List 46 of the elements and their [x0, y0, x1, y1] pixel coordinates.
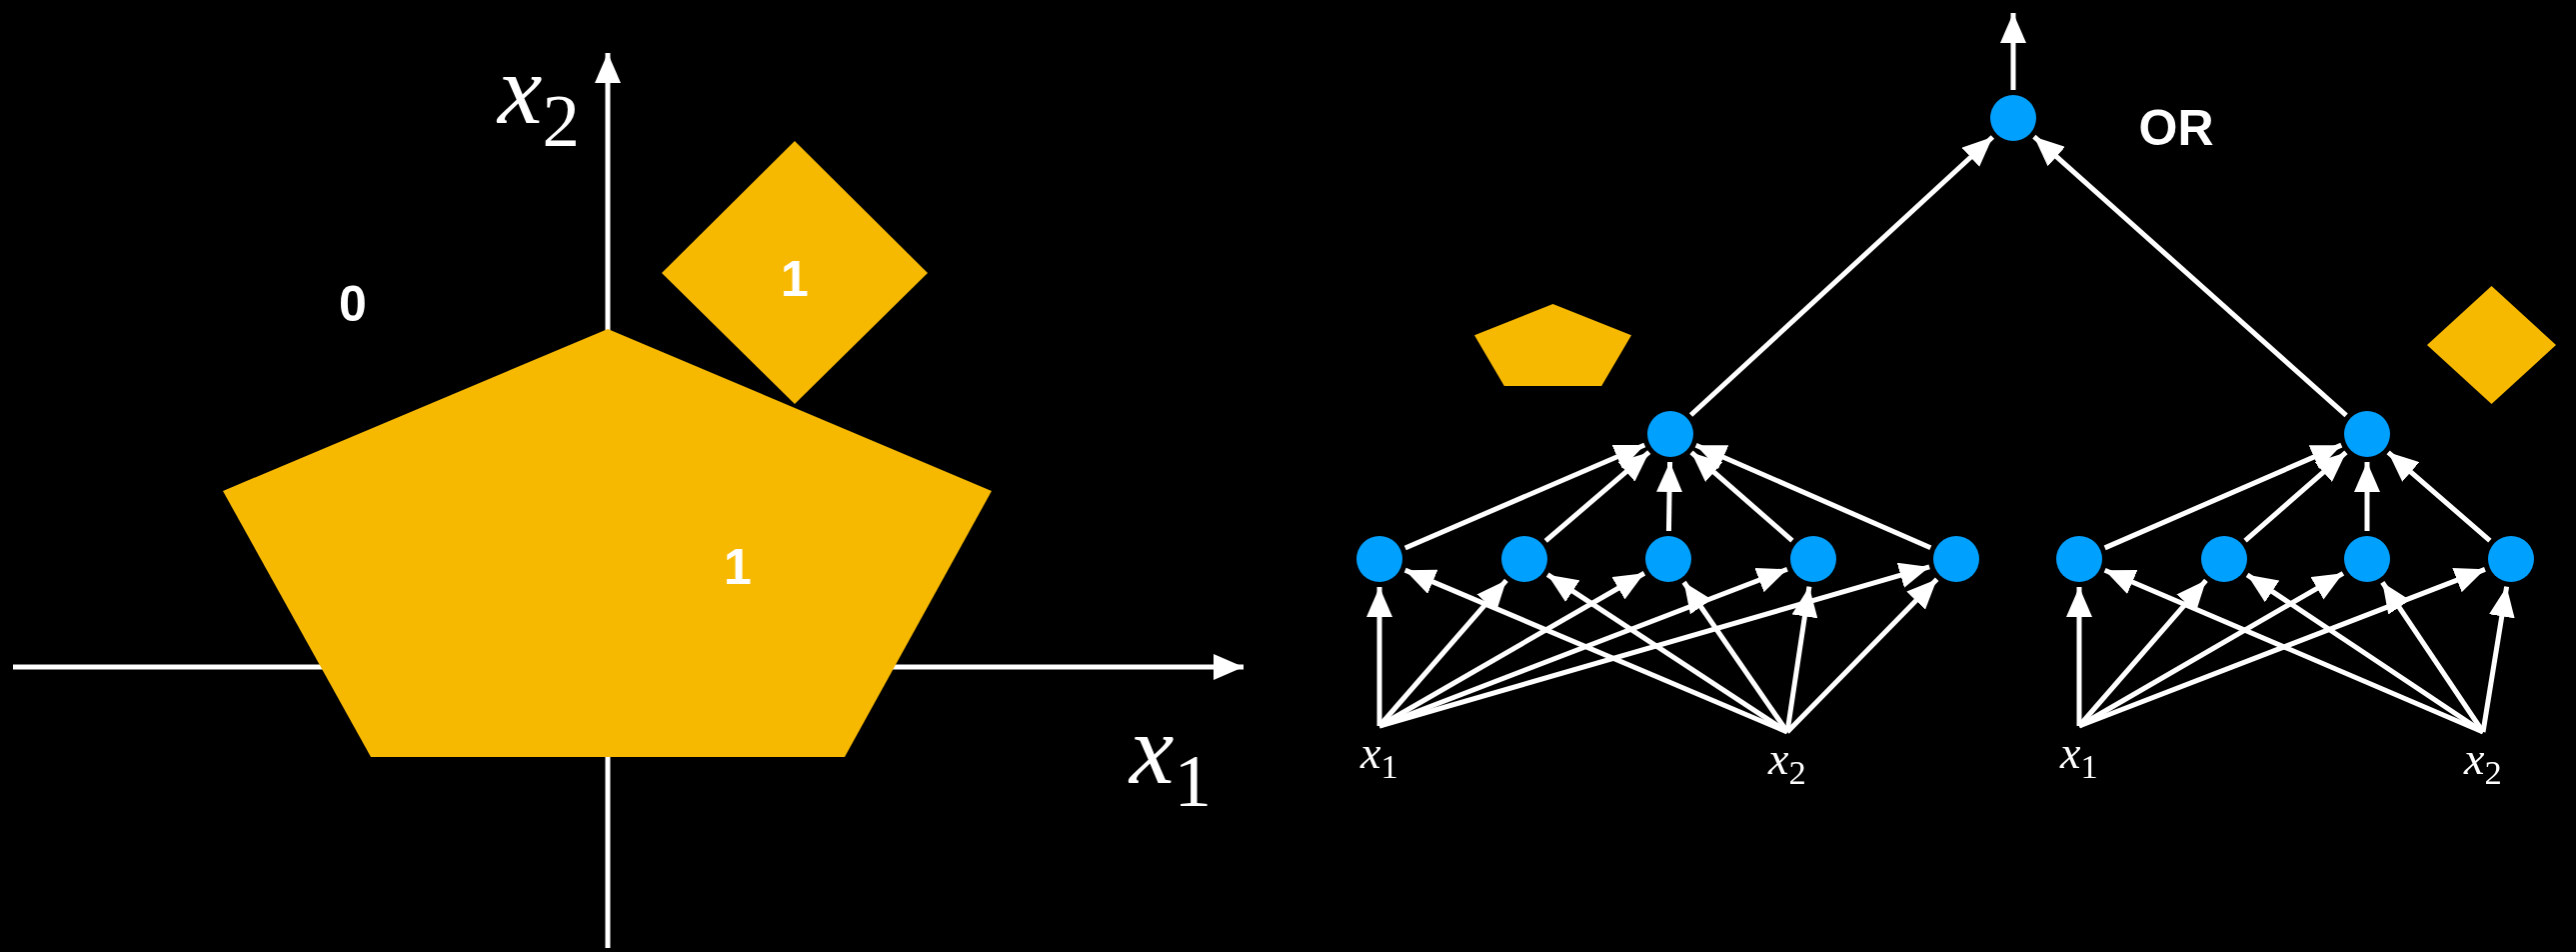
arrow: [1378, 562, 1930, 729]
arrow: [2032, 134, 2348, 418]
neuron-circle: [1933, 536, 1979, 582]
arrow: [1366, 587, 1392, 726]
input-label: x$_{1}$: [2060, 730, 2098, 784]
neuron-circle: [1790, 536, 1836, 582]
diamond-region: [662, 141, 928, 404]
arrow: [1545, 572, 1789, 735]
arrow: [1543, 450, 1651, 543]
input-label: x$_{2}$: [2464, 736, 2502, 790]
arrow: [2386, 450, 2492, 543]
arrow: [1694, 442, 1932, 551]
arrow: [1656, 461, 1683, 532]
arrow: [1403, 442, 1646, 551]
input-label: x$_{2}$: [1768, 736, 1806, 790]
pentagon-icon: [1474, 304, 1631, 386]
arrow: [2480, 586, 2515, 733]
region-label: 1: [724, 542, 752, 592]
region-label: 0: [339, 279, 367, 329]
arrow: [1689, 450, 1794, 543]
arrow: [2066, 587, 2092, 726]
neuron-circle: [1647, 411, 1693, 457]
neuron-circle: [1501, 536, 1547, 582]
neuron-circle: [1990, 95, 2036, 141]
arrow: [1688, 135, 1995, 417]
arrow: [2103, 442, 2343, 551]
input-label: x$_{1}$: [1360, 730, 1398, 784]
neuron-circle: [2488, 536, 2534, 582]
neuron-circle: [2344, 536, 2390, 582]
axis-label: x$_{2}$: [498, 40, 580, 158]
gate-label: OR: [2138, 103, 2214, 153]
region-label: 1: [781, 254, 809, 304]
neuron-circle: [2056, 536, 2102, 582]
neuron-circle: [2201, 536, 2247, 582]
arrow: [1784, 586, 1818, 733]
neuron-circle: [1645, 536, 1691, 582]
arrow: [2077, 578, 2208, 728]
neuron-circle: [1356, 536, 1402, 582]
arrow: [2354, 462, 2380, 531]
axis-label: x$_{1}$: [1130, 700, 1212, 818]
diamond-icon: [2427, 286, 2556, 404]
arrow: [2000, 13, 2026, 90]
neuron-circle: [2344, 411, 2390, 457]
arrow: [2243, 450, 2348, 543]
arrow: [1785, 577, 1939, 734]
arrow: [2245, 572, 2485, 735]
